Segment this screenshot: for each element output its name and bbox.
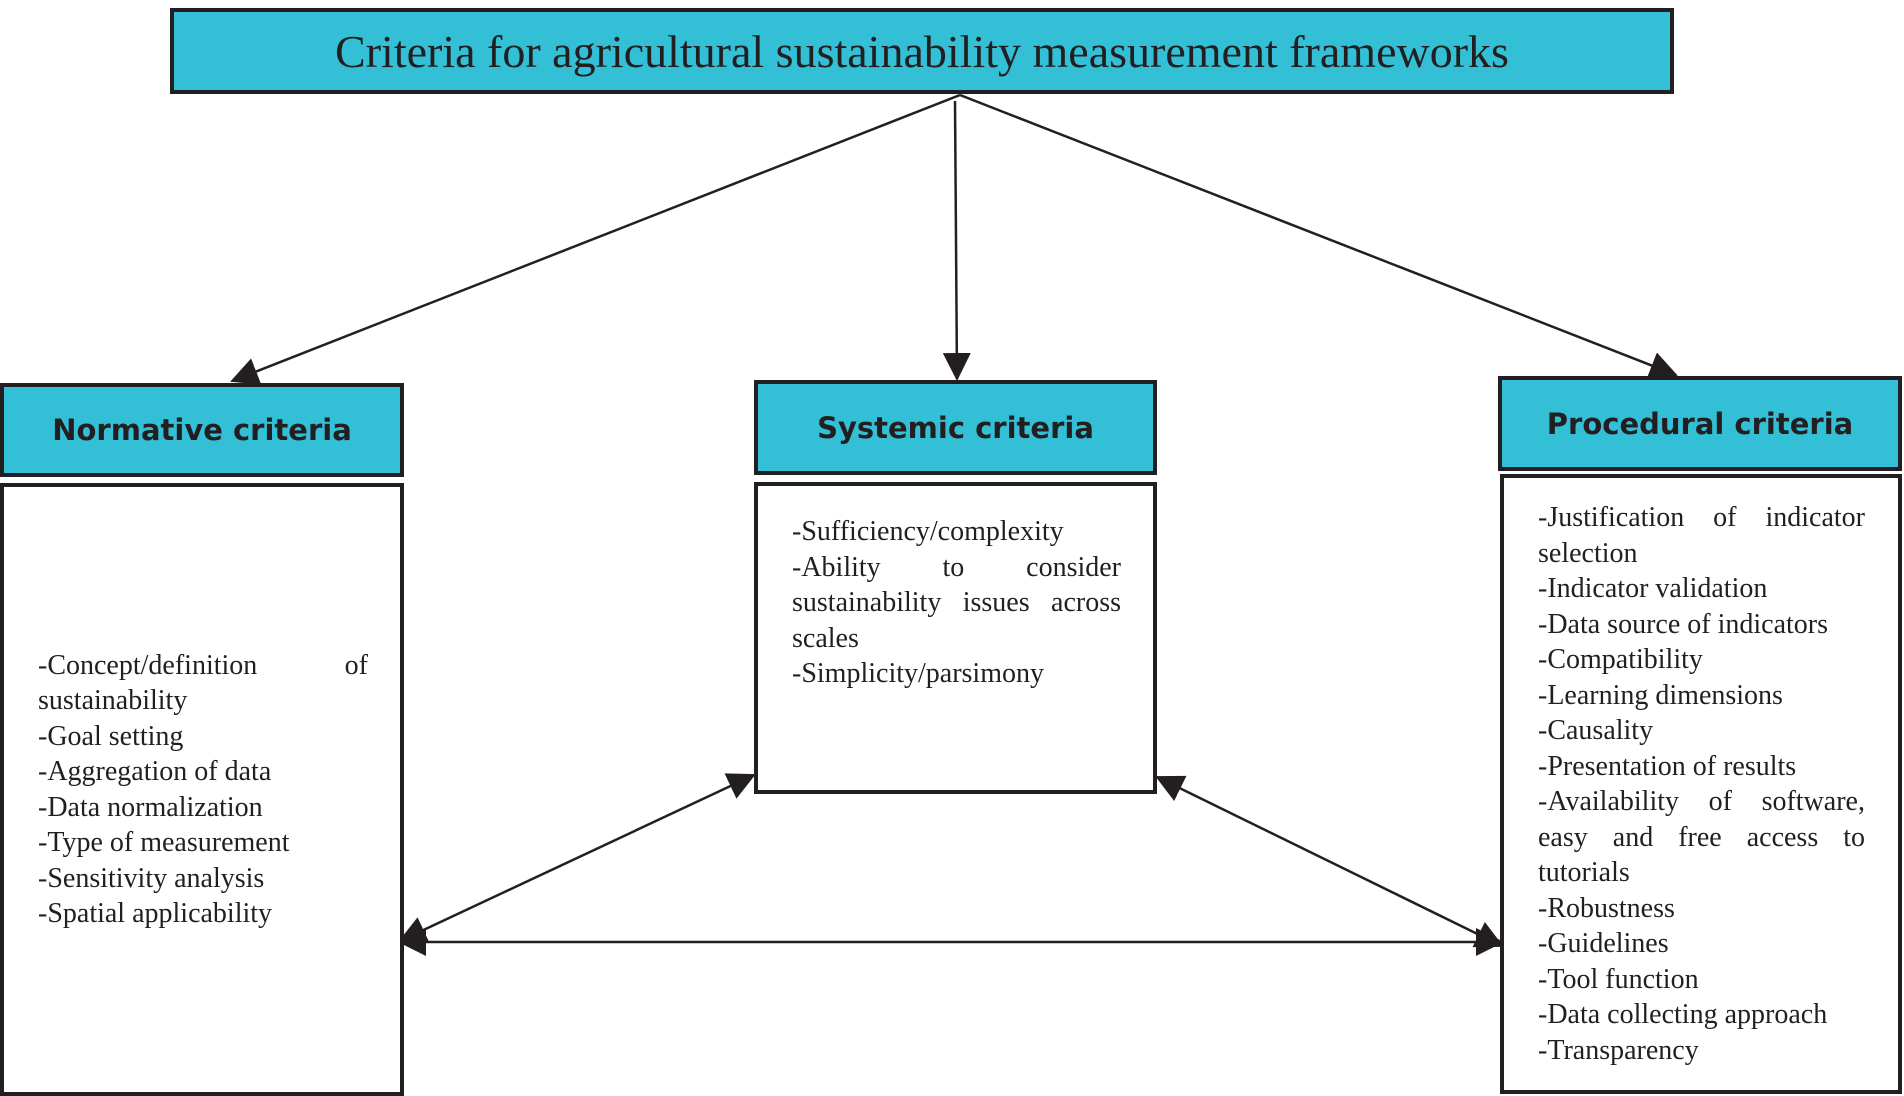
- normative-list-box: -Concept/definition of sustainability-Go…: [0, 483, 404, 1096]
- criteria-item: -Concept/definition of sustainability: [38, 649, 368, 717]
- arrow-title-to-normative: [230, 93, 961, 385]
- criteria-item: -Spatial applicability: [38, 898, 273, 929]
- systemic-list-box: -Sufficiency/complexity-Ability to consi…: [754, 482, 1157, 794]
- criteria-item: -Learning dimensions: [1538, 679, 1783, 711]
- criteria-item: -Type of measurement: [38, 827, 290, 858]
- criteria-item: -Sufficiency/complexity: [792, 516, 1064, 548]
- procedural-heading: Procedural criteria: [1546, 406, 1854, 441]
- arrow-systemic-procedural: [1155, 775, 1504, 948]
- criteria-item: -Causality: [1538, 715, 1654, 746]
- criteria-item: -Data collecting approach: [1538, 999, 1828, 1030]
- normative-list: -Concept/definition of sustainability-Go…: [38, 648, 368, 932]
- title-text: Criteria for agricultural sustainability…: [335, 25, 1509, 77]
- criteria-item: -Transparency: [1538, 1034, 1699, 1066]
- arrow-normative-systemic: [398, 773, 756, 943]
- systemic-heading: Systemic criteria: [817, 410, 1094, 445]
- procedural-header: Procedural criteria: [1498, 376, 1902, 471]
- systemic-header: Systemic criteria: [754, 380, 1157, 475]
- criteria-item: -Justification of indicator selection: [1538, 502, 1865, 569]
- criteria-item: -Aggregation of data: [38, 756, 272, 787]
- systemic-list: -Sufficiency/complexity-Ability to consi…: [792, 514, 1121, 692]
- arrow-title-to-systemic: [942, 100, 971, 381]
- criteria-item: -Ability to consider sustainability issu…: [792, 551, 1121, 654]
- criteria-item: -Presentation of results: [1538, 750, 1797, 782]
- procedural-list: -Justification of indicator selection -In…: [1538, 500, 1865, 1068]
- arrow-title-to-procedural: [959, 93, 1678, 379]
- normative-heading: Normative criteria: [52, 413, 352, 447]
- criteria-item: -Guidelines: [1538, 928, 1669, 959]
- criteria-item: -Data normalization: [38, 791, 263, 823]
- criteria-item: -Compatibility: [1538, 644, 1703, 675]
- criteria-item: -Tool function: [1538, 963, 1699, 995]
- criteria-item: -Robustness: [1538, 892, 1675, 924]
- criteria-item: -Simplicity/parsimony: [792, 658, 1044, 690]
- criteria-item: -Availability of software, easy and free…: [1538, 786, 1865, 888]
- title-box: Criteria for agricultural sustainability…: [170, 8, 1674, 94]
- normative-header: Normative criteria: [0, 383, 404, 477]
- criteria-item: -Data source of indicators: [1538, 608, 1828, 640]
- criteria-item: -Indicator validation: [1538, 573, 1768, 604]
- criteria-item: -Goal setting: [38, 720, 184, 752]
- procedural-list-box: -Justification of indicator selection -In…: [1500, 474, 1902, 1094]
- criteria-item: -Sensitivity analysis: [38, 862, 265, 894]
